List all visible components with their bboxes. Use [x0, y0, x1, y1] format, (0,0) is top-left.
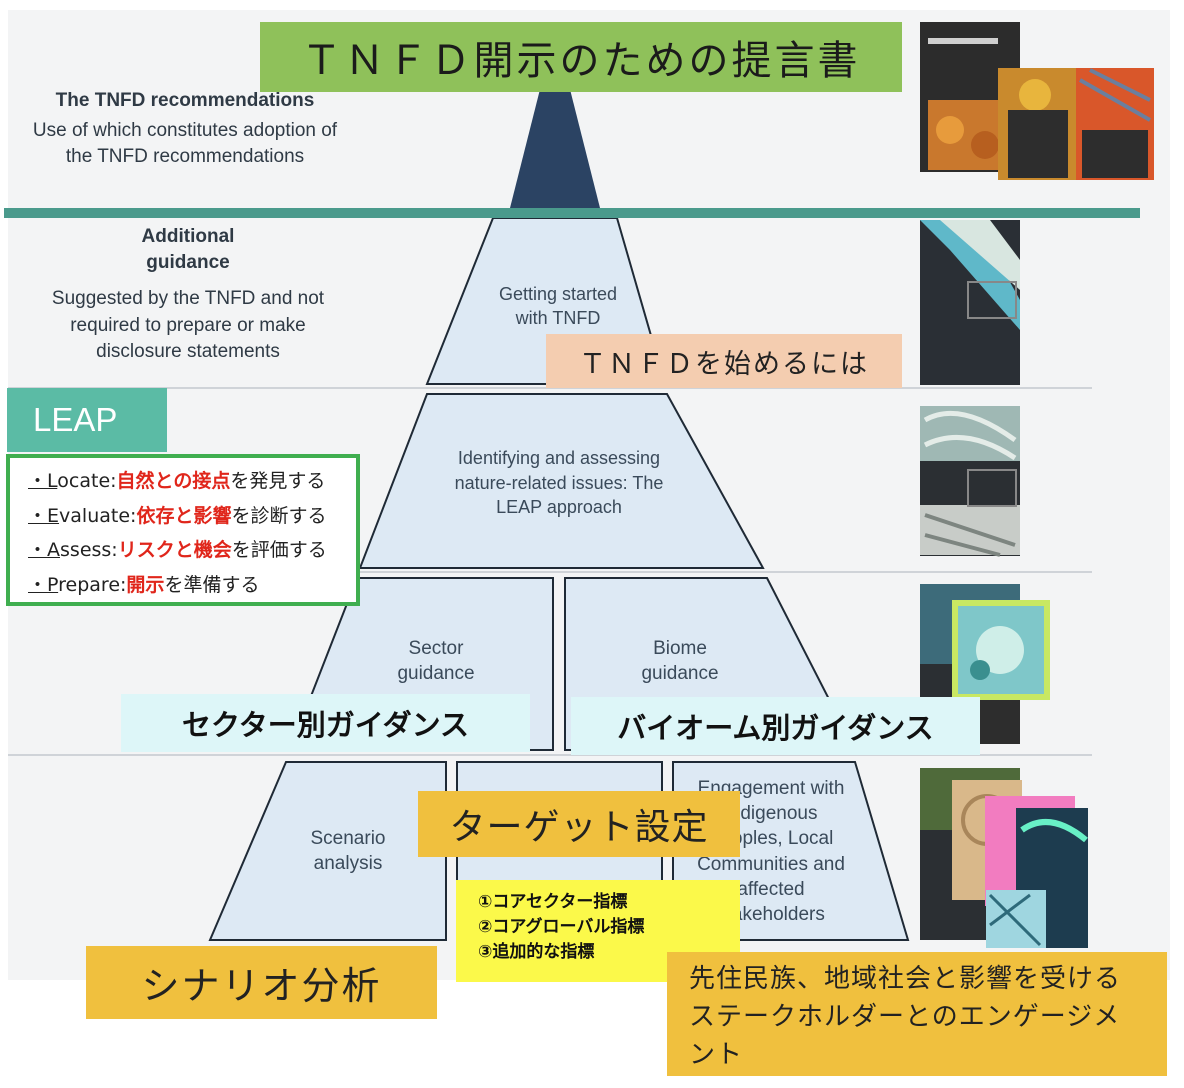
top-tier-heading: The TNFD recommendations — [55, 90, 315, 111]
leap-step-prepare: ・Prepare:開示を準備する — [28, 573, 260, 596]
biome-guidance-label: Biome guidance — [641, 638, 719, 684]
leap-step-locate: ・Locate:自然との接点を発見する — [28, 470, 326, 492]
leap-step-assess: ・Assess:リスクと機会を評価する — [28, 539, 327, 561]
getting-started-label: Getting started with TNFD — [498, 284, 618, 328]
pyramid-leap — [358, 393, 765, 569]
additional-tier-heading: Additional guidance — [141, 226, 235, 273]
jp-sector-label: セクター別ガイダンス — [121, 694, 530, 752]
top-tier-description: The TNFD recommendations Use of which co… — [20, 88, 350, 170]
sector-guidance-label: Sector guidance — [397, 638, 475, 684]
metric-item: ③追加的な指標 — [478, 942, 595, 962]
title-banner-text: ＴＮＦＤ開示のための提言書 — [301, 38, 861, 84]
report-cover-getting-started — [920, 220, 1020, 385]
title-banner: ＴＮＦＤ開示のための提言書 — [260, 22, 902, 92]
recommendations-divider — [4, 208, 1140, 218]
leap-step-evaluate: ・Evaluate:依存と影響を診断する — [28, 504, 327, 527]
jp-scenario-label: シナリオ分析 — [86, 946, 437, 1019]
jp-engagement-label: 先住民族、地域社会と影響を受けるステークホルダーとのエンゲージメント — [667, 952, 1167, 1076]
top-tier-text: Use of which constitutes adoption of the… — [32, 120, 338, 167]
jp-biome-text: バイオーム別ガイダンス — [617, 711, 934, 745]
pyramid-apex — [510, 30, 600, 208]
leap-title: LEAP — [33, 401, 118, 438]
report-cover-additional-guidance — [920, 768, 1088, 948]
jp-target-text: ターゲット設定 — [449, 807, 709, 848]
metric-item: ②コアグローバル指標 — [478, 917, 645, 937]
leap-steps-box: ・Locate:自然との接点を発見する ・Evaluate:依存と影響を診断する… — [6, 454, 360, 606]
leap-approach-label: Identifying and assessing nature-related… — [454, 448, 664, 517]
jp-target-label: ターゲット設定 — [418, 791, 740, 857]
jp-engagement-text: 先住民族、地域社会と影響を受けるステークホルダーとのエンゲージメント — [689, 964, 1122, 1070]
additional-tier-description: Additional guidance Suggested by the TNF… — [48, 224, 328, 366]
pyramid-scenario — [208, 761, 447, 941]
additional-tier-text: Suggested by the TNFD and not required t… — [51, 288, 325, 362]
jp-biome-label: バイオーム別ガイダンス — [571, 697, 980, 755]
jp-scenario-text: シナリオ分析 — [141, 964, 382, 1008]
report-cover-leap — [920, 406, 1020, 557]
leap-title-box: LEAP — [7, 388, 167, 452]
report-cover-recommendations — [920, 22, 1154, 180]
metric-item: ①コアセクター指標 — [478, 892, 628, 912]
jp-sector-text: セクター別ガイダンス — [181, 708, 470, 742]
jp-getting-started-text: ＴＮＦＤを始めるには — [579, 348, 869, 380]
jp-getting-started-label: ＴＮＦＤを始めるには — [546, 334, 902, 388]
scenario-analysis-label: Scenario analysis — [310, 828, 386, 874]
